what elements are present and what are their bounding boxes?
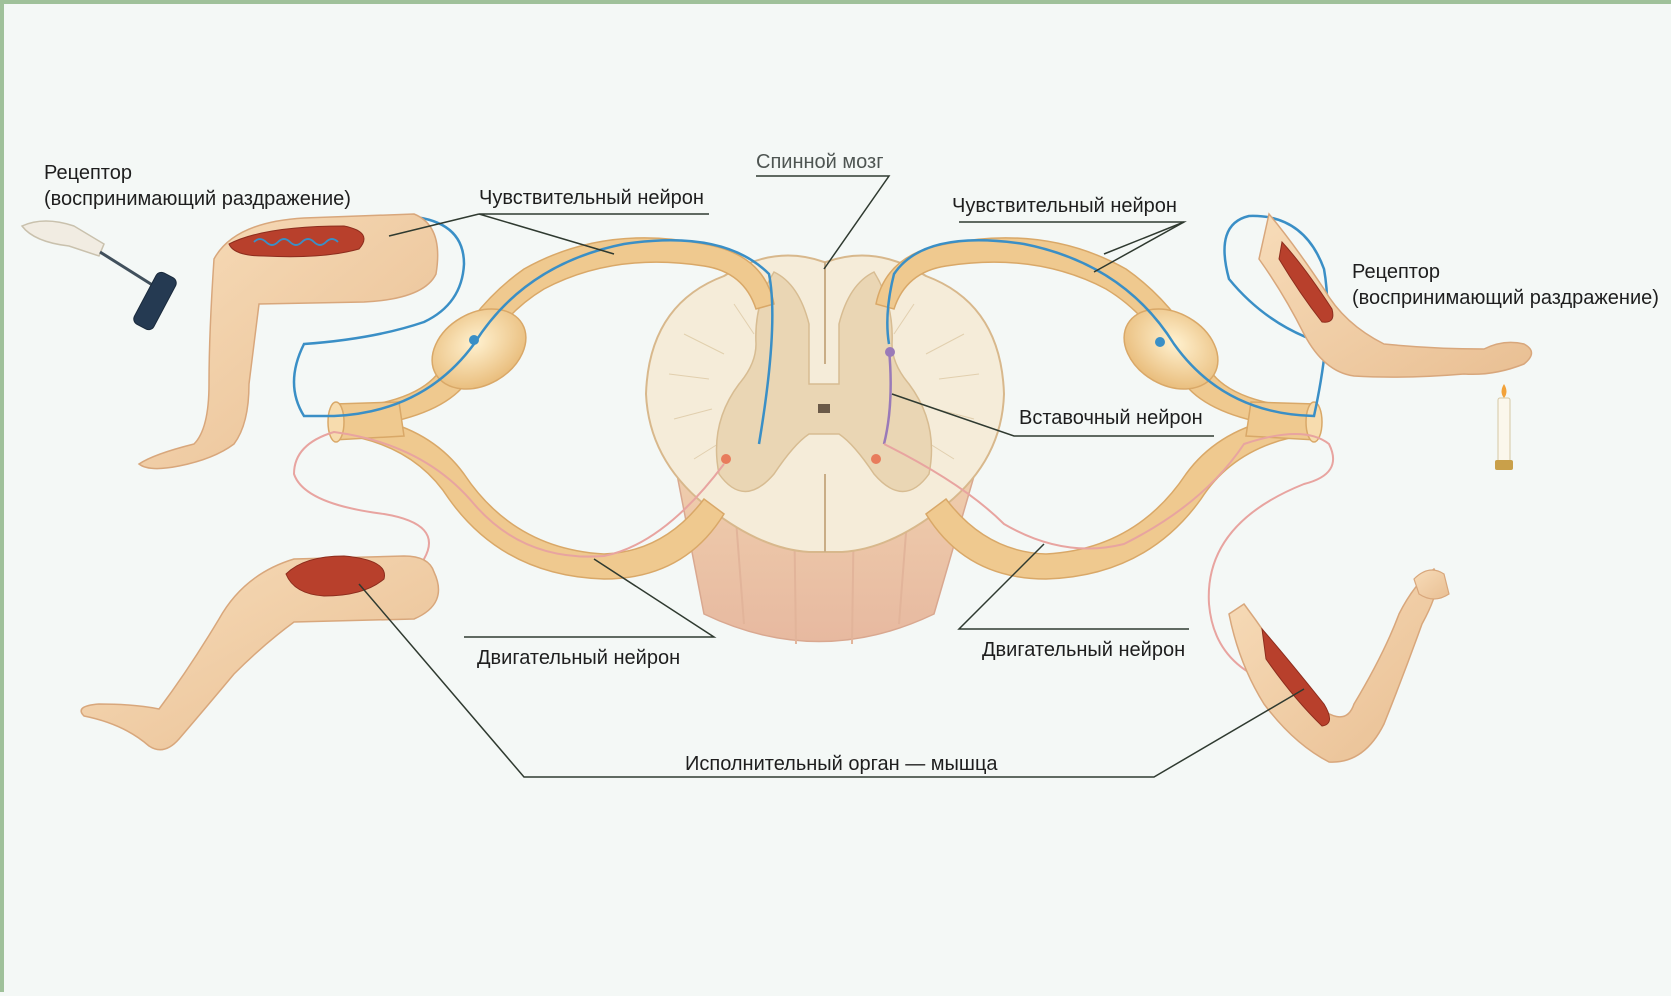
label-motor-neuron-right: Двигательный нейрон — [982, 639, 1185, 661]
label-spinal-cord: Спинной мозг — [756, 151, 884, 173]
spinal-cord — [646, 256, 1004, 644]
label-receptor-left-2: (воспринимающий раздражение) — [44, 188, 351, 210]
label-interneuron: Вставочный нейрон — [1019, 407, 1203, 429]
label-sensory-neuron-left: Чувствительный нейрон — [479, 187, 704, 209]
central-canal — [818, 404, 830, 413]
left-motor-cell-body — [721, 454, 731, 464]
right-motor-cell-body — [871, 454, 881, 464]
label-motor-neuron-left: Двигательный нейрон — [477, 647, 680, 669]
label-receptor-right-1: Рецептор — [1352, 261, 1440, 283]
label-sensory-neuron-right: Чувствительный нейрон — [952, 195, 1177, 217]
left-nerve-cut-end — [328, 402, 344, 442]
label-receptor-left-1: Рецептор — [44, 162, 132, 184]
left-lower-leg — [81, 556, 438, 750]
label-receptor-right-2: (воспринимающий раздражение) — [1352, 287, 1659, 309]
right-sensory-cell-body — [1155, 337, 1165, 347]
reflex-hammer-icon — [22, 221, 178, 332]
interneuron-cell-body — [885, 347, 895, 357]
label-effector: Исполнительный орган — мышца — [685, 753, 998, 775]
left-sensory-cell-body — [469, 335, 479, 345]
reflex-arc-diagram: Спинной мозг Чувствительный нейрон Чувст… — [4, 4, 1671, 996]
right-lower-arm — [1229, 569, 1449, 762]
candle-icon — [1495, 384, 1513, 470]
